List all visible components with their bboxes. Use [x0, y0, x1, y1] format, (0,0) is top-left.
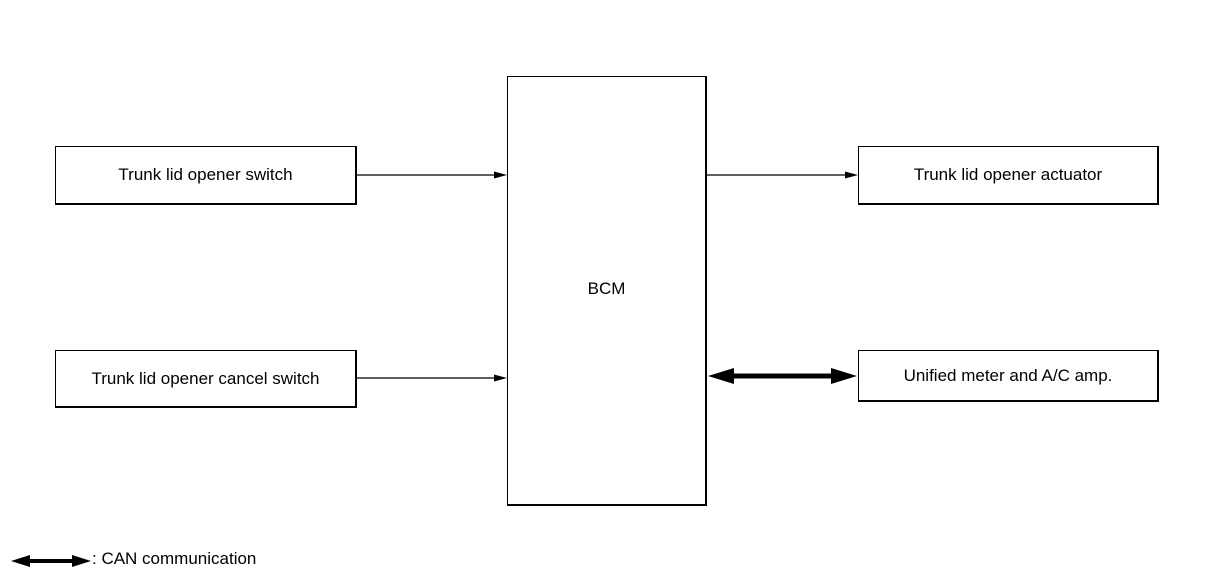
bcm-label: BCM	[587, 278, 626, 298]
unified-meter-ac-amp-label: Unified meter and A/C amp.	[903, 365, 1113, 385]
trunk-lid-opener-cancel-switch-label: Trunk lid opener cancel switch	[91, 368, 320, 388]
switch-to-bcm-arrow	[357, 171, 507, 179]
trunk-lid-opener-switch-label: Trunk lid opener switch	[118, 165, 293, 184]
legend-can-arrow-icon	[11, 555, 91, 567]
can-communication-legend: : CAN communication	[92, 549, 257, 568]
unified-meter-ac-amp-block: Unified meter and A/C amp.	[858, 350, 1159, 402]
trunk-lid-opener-actuator-block: Trunk lid opener actuator	[858, 146, 1159, 205]
bcm-block: BCM	[507, 76, 707, 506]
cancel-switch-to-bcm-arrow	[357, 374, 507, 382]
bcm-to-actuator-arrow	[707, 171, 858, 179]
can-communication-arrow	[708, 368, 857, 384]
trunk-lid-opener-cancel-switch-block: Trunk lid opener cancel switch	[55, 350, 357, 408]
trunk-lid-opener-actuator-label: Trunk lid opener actuator	[913, 165, 1103, 184]
trunk-lid-opener-switch-block: Trunk lid opener switch	[55, 146, 357, 205]
